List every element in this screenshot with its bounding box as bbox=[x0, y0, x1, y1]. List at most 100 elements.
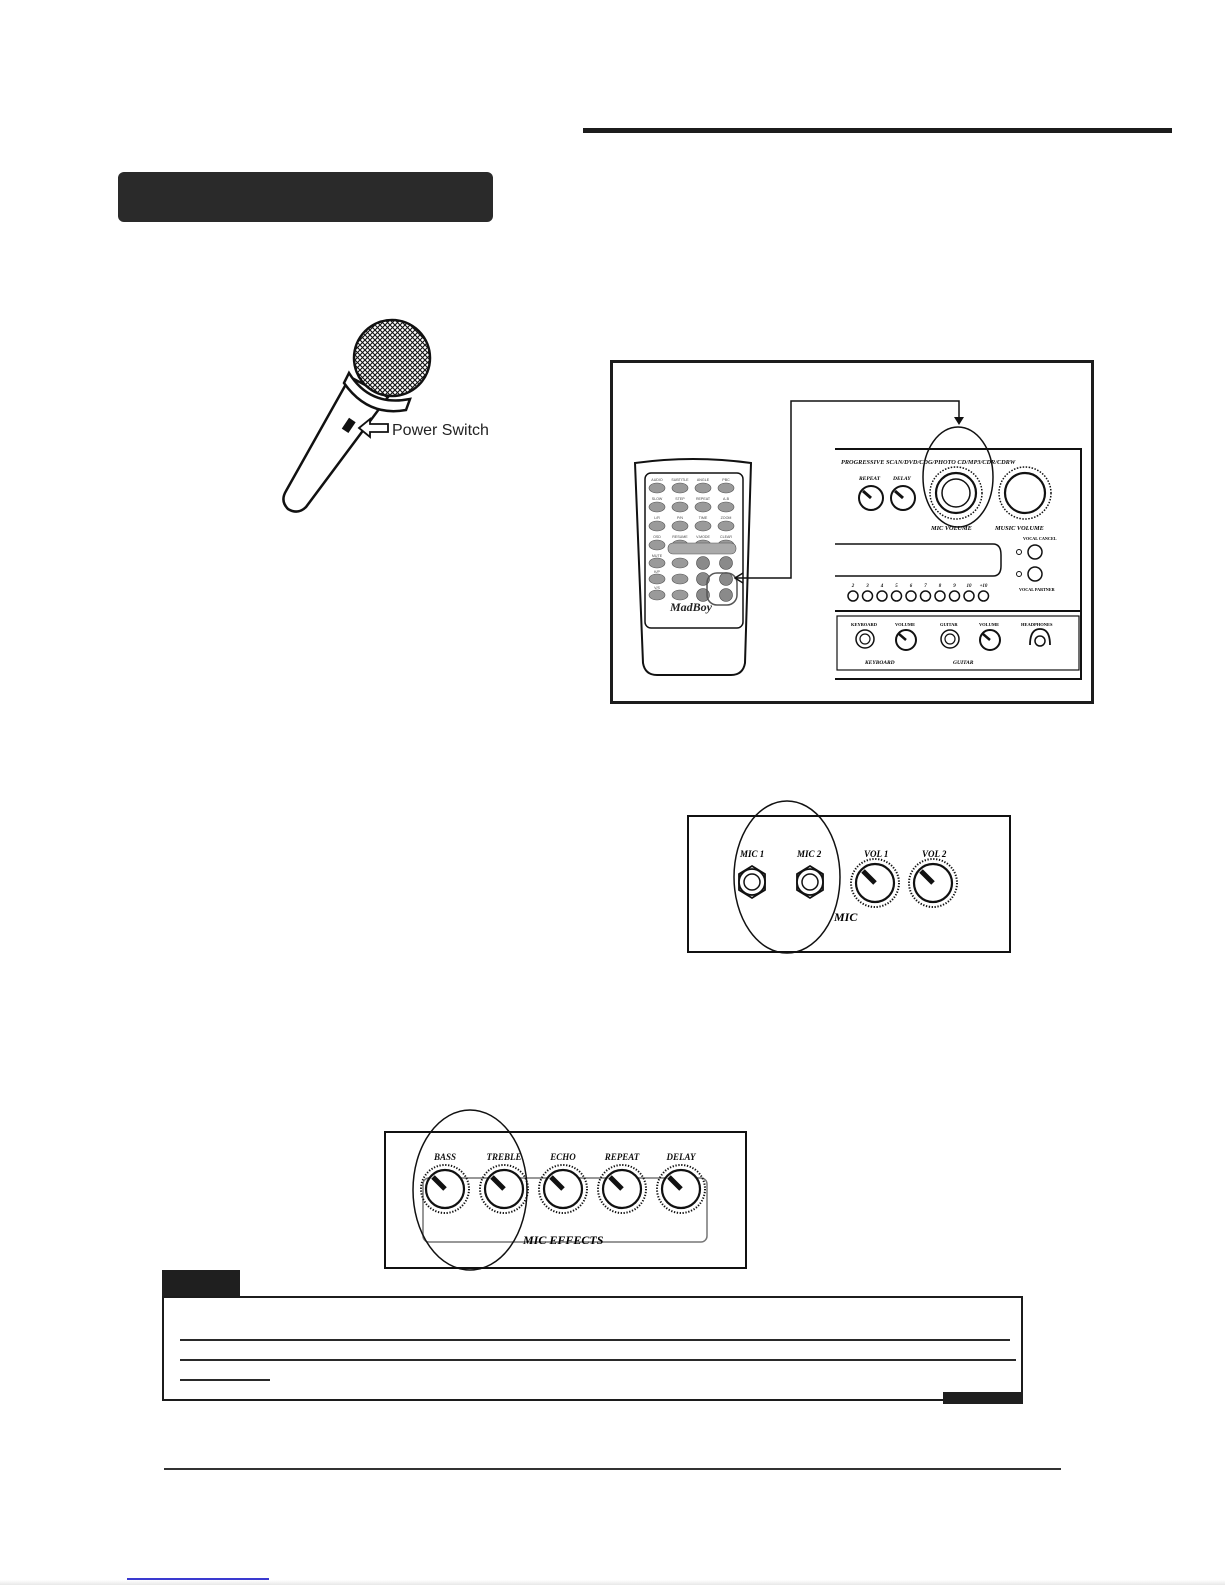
remote-button[interactable] bbox=[696, 572, 710, 586]
effect-knob-label: BASS bbox=[433, 1152, 456, 1162]
note-line bbox=[180, 1359, 1016, 1361]
repeat-knob: REPEAT bbox=[597, 1152, 647, 1214]
remote-button[interactable] bbox=[648, 482, 666, 494]
echo-knob: ECHO bbox=[538, 1152, 588, 1214]
remote-button[interactable] bbox=[694, 482, 712, 494]
track-button[interactable] bbox=[890, 590, 903, 602]
track-button[interactable] bbox=[934, 590, 946, 602]
keyboard-volume-knob: VOLUME bbox=[895, 622, 917, 651]
footer-divider-rule bbox=[164, 1468, 1061, 1470]
mic-inputs-panel: MIC 1 MIC 2 VOL 1 VOL 2 MIC bbox=[684, 790, 1014, 955]
track-number-label: 9 bbox=[953, 584, 956, 589]
svg-text:MIC 2: MIC 2 bbox=[796, 849, 822, 859]
track-button[interactable] bbox=[963, 590, 975, 602]
svg-text:REPEAT: REPEAT bbox=[858, 476, 881, 482]
svg-text:VOL 1: VOL 1 bbox=[864, 849, 888, 859]
guitar-group-label: GUITAR bbox=[953, 660, 974, 666]
keyboard-group-label: KEYBOARD bbox=[864, 660, 895, 666]
remote-button[interactable] bbox=[648, 539, 666, 551]
remote-button-label: ZOOM bbox=[721, 516, 732, 520]
remote-button[interactable] bbox=[719, 572, 733, 586]
remote-button[interactable] bbox=[671, 520, 689, 532]
top-divider-rule bbox=[583, 128, 1172, 133]
remote-button[interactable] bbox=[671, 589, 689, 601]
remote-button-label: P/N bbox=[677, 516, 683, 520]
svg-text:VOLUME: VOLUME bbox=[895, 622, 915, 627]
remote-button[interactable] bbox=[671, 573, 689, 585]
svg-text:MIC VOLUME: MIC VOLUME bbox=[930, 525, 972, 532]
note-tab bbox=[162, 1270, 240, 1296]
track-number-label: +10 bbox=[980, 584, 988, 589]
delay-knob: DELAY bbox=[656, 1152, 706, 1214]
remote-button[interactable] bbox=[719, 588, 733, 602]
track-number-label: 7 bbox=[924, 584, 927, 589]
remote-button-label: TIME bbox=[699, 516, 708, 520]
remote-side-label: K/P bbox=[654, 570, 660, 574]
remote-button[interactable] bbox=[648, 589, 666, 601]
mic-group-label: MIC bbox=[833, 910, 858, 924]
svg-text:HEADPHONES: HEADPHONES bbox=[1021, 622, 1053, 627]
mic-volume-highlight bbox=[922, 426, 994, 528]
note-line bbox=[180, 1339, 1010, 1341]
remote-button[interactable] bbox=[717, 482, 735, 494]
microphone-icon: Power Switch bbox=[282, 318, 489, 513]
microphone-illustration: Power Switch bbox=[270, 315, 500, 525]
track-number-label: 5 bbox=[895, 584, 898, 589]
track-button[interactable] bbox=[905, 590, 917, 602]
effect-knob-label: REPEAT bbox=[604, 1152, 640, 1162]
track-button[interactable] bbox=[847, 590, 859, 602]
remote-button-label: STEP bbox=[675, 497, 685, 501]
guitar-jack: GUITAR bbox=[940, 622, 960, 649]
remote-button-label: ANGLE bbox=[697, 478, 710, 482]
page-bottom-edge bbox=[0, 1580, 1225, 1585]
remote-button[interactable] bbox=[696, 556, 710, 570]
remote-button[interactable] bbox=[719, 556, 733, 570]
power-switch-label: Power Switch bbox=[392, 422, 489, 439]
track-button[interactable] bbox=[977, 590, 990, 602]
svg-text:MUSIC VOLUME: MUSIC VOLUME bbox=[994, 525, 1044, 532]
treble-knob: TREBLE bbox=[479, 1152, 529, 1214]
track-button[interactable] bbox=[948, 590, 961, 602]
mic-1-jack: MIC 1 bbox=[738, 849, 766, 900]
mic-volume-knob: MIC VOLUME bbox=[929, 466, 983, 532]
remote-button[interactable] bbox=[648, 520, 666, 532]
remote-button[interactable] bbox=[717, 520, 735, 532]
remote-button-label: SLOW bbox=[652, 497, 663, 501]
remote-button-label: A-B bbox=[723, 497, 730, 501]
vol-2-knob: VOL 2 bbox=[908, 849, 958, 908]
track-button[interactable] bbox=[876, 590, 888, 602]
remote-button[interactable] bbox=[671, 557, 689, 569]
remote-button[interactable] bbox=[648, 573, 666, 585]
bass-treble-highlight bbox=[412, 1109, 528, 1271]
repeat-knob: REPEAT bbox=[858, 476, 884, 511]
mic-jacks-highlight bbox=[733, 800, 841, 954]
remote-button[interactable] bbox=[717, 501, 735, 513]
bottom-link-underline[interactable] bbox=[127, 1578, 269, 1580]
remote-button[interactable] bbox=[694, 520, 712, 532]
remote-button-label: V.MODE bbox=[696, 535, 710, 539]
remote-button[interactable] bbox=[671, 482, 689, 494]
effect-knob-label: DELAY bbox=[665, 1152, 697, 1162]
svg-text:VOL 2: VOL 2 bbox=[922, 849, 947, 859]
track-number-label: 4 bbox=[880, 584, 884, 589]
track-number-label: 2 bbox=[851, 584, 855, 589]
remote-button-label: REPEAT bbox=[696, 497, 711, 501]
remote-button[interactable] bbox=[648, 557, 666, 569]
svg-text:DELAY: DELAY bbox=[892, 476, 911, 482]
svg-text:VOLUME: VOLUME bbox=[979, 622, 999, 627]
remote-brand-logo: MadBoy bbox=[669, 600, 713, 614]
section-header-bar bbox=[118, 172, 493, 222]
remote-button[interactable] bbox=[671, 501, 689, 513]
headphones-jack: HEADPHONES bbox=[1021, 622, 1053, 647]
remote-button-label: OSD bbox=[653, 535, 661, 539]
effect-knob-label: TREBLE bbox=[486, 1152, 521, 1162]
remote-button[interactable] bbox=[694, 501, 712, 513]
track-button[interactable] bbox=[919, 590, 932, 602]
remote-button-label: SUBTITLE bbox=[671, 478, 689, 482]
delay-knob: DELAY bbox=[890, 476, 916, 511]
remote-button[interactable] bbox=[648, 501, 666, 513]
note-box bbox=[162, 1296, 1023, 1401]
vol-1-knob: VOL 1 bbox=[850, 849, 900, 908]
track-button[interactable] bbox=[861, 590, 874, 602]
